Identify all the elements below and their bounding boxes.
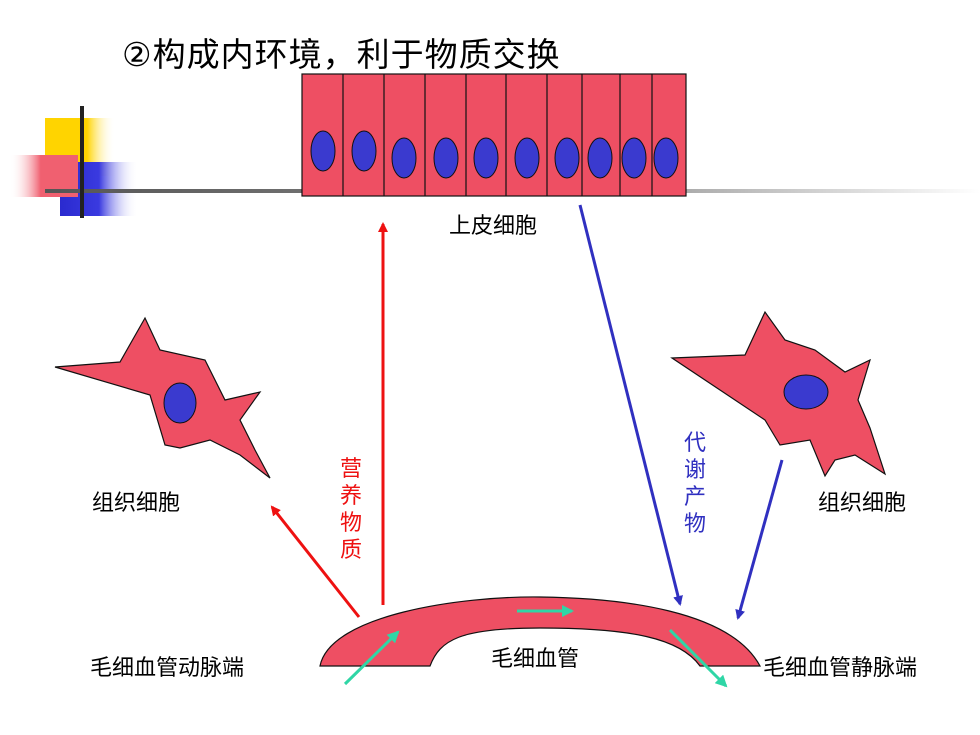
label-arterial-end: 毛细血管动脉端: [90, 656, 245, 681]
nutrient-arrow-left: [270, 505, 361, 618]
label-nutrients: 营养物质: [339, 457, 362, 563]
label-capillary: 毛细血管: [491, 647, 580, 672]
flow-arrow-out: [668, 628, 728, 688]
label-venous-end: 毛细血管静脉端: [763, 656, 918, 681]
slide-title: ②构成内环境，利于物质交换: [122, 35, 561, 74]
tissue-cell-right: [670, 310, 887, 478]
metabolite-arrow-from-tissue: [735, 459, 784, 620]
capillary-vessel: [319, 596, 762, 667]
label-epithelial-cells: 上皮细胞: [449, 214, 538, 239]
label-tissue-cell-right: 组织细胞: [818, 491, 907, 516]
flow-arrow-in: [343, 630, 400, 686]
epithelial-cells: [301, 73, 687, 197]
label-metabolites: 代谢产物: [683, 431, 706, 537]
tissue-cell-left: [54, 316, 271, 479]
metabolite-arrow-from-epithelium: [578, 204, 683, 606]
label-tissue-cell-left: 组织细胞: [92, 491, 181, 516]
